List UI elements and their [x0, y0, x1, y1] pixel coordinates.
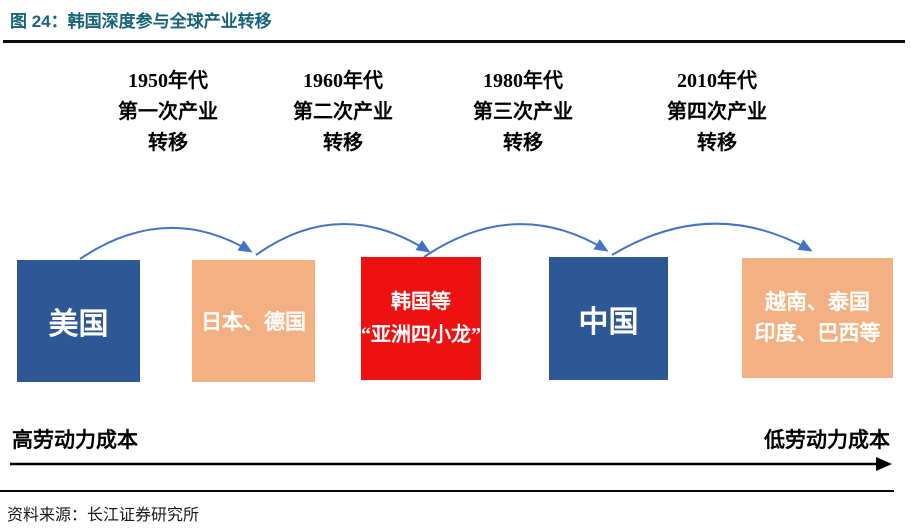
country-box-korea-four-dragons: 韩国等 “亚洲四小龙” — [361, 257, 481, 380]
labor-cost-axis-arrow — [10, 457, 892, 471]
era-label-1980s: 1980年代 第三次产业 转移 — [433, 66, 613, 159]
era-label-2010s: 2010年代 第四次产业 转移 — [627, 66, 807, 159]
era-transfer-word: 转移 — [503, 132, 543, 154]
curved-arrow-icon — [79, 226, 253, 260]
curved-arrow-icon — [423, 223, 609, 258]
country-box-usa: 美国 — [17, 260, 140, 382]
curved-arrow-icon — [611, 222, 813, 256]
curved-arrow-icon — [255, 223, 431, 256]
era-label-1960s: 1960年代 第二次产业 转移 — [253, 66, 433, 159]
era-transfer-name: 第一次产业 — [118, 101, 218, 123]
era-transfer-name: 第三次产业 — [473, 101, 573, 123]
era-transfer-word: 转移 — [148, 132, 188, 154]
era-transfer-name: 第二次产业 — [293, 101, 393, 123]
country-box-label: 中国 — [578, 305, 639, 339]
figure-title: 图 24：韩国深度参与全球产业转移 — [10, 12, 272, 31]
axis-label-high-labor-cost: 高劳动力成本 — [12, 428, 138, 452]
era-decade: 2010年代 — [677, 70, 757, 92]
transfer-arrows — [79, 222, 813, 260]
era-decade: 1960年代 — [303, 70, 383, 92]
title-divider — [3, 40, 905, 43]
country-box-japan-germany: 日本、德国 — [192, 260, 315, 382]
country-box-label: 越南、泰国 — [765, 290, 870, 314]
era-label-1950s: 1950年代 第一次产业 转移 — [78, 66, 258, 159]
axis-label-low-labor-cost: 低劳动力成本 — [764, 428, 890, 452]
source-note: 资料来源：长江证券研究所 — [7, 507, 200, 524]
era-decade: 1980年代 — [483, 70, 563, 92]
right-arrowhead-icon — [876, 457, 892, 471]
era-transfer-name: 第四次产业 — [667, 101, 767, 123]
country-box-china: 中国 — [549, 257, 668, 380]
country-box-label: “亚洲四小龙” — [361, 323, 481, 346]
era-transfer-word: 转移 — [323, 132, 363, 154]
bottom-divider — [0, 490, 894, 492]
country-box-label: 美国 — [48, 308, 109, 341]
era-decade: 1950年代 — [128, 70, 208, 92]
country-box-label: 韩国等 — [391, 290, 451, 313]
country-box-label: 印度、巴西等 — [754, 321, 881, 345]
era-transfer-word: 转移 — [697, 132, 737, 154]
country-box-vietnam-thailand-india-brazil: 越南、泰国 印度、巴西等 — [742, 258, 893, 378]
country-box-label: 日本、德国 — [201, 310, 306, 334]
